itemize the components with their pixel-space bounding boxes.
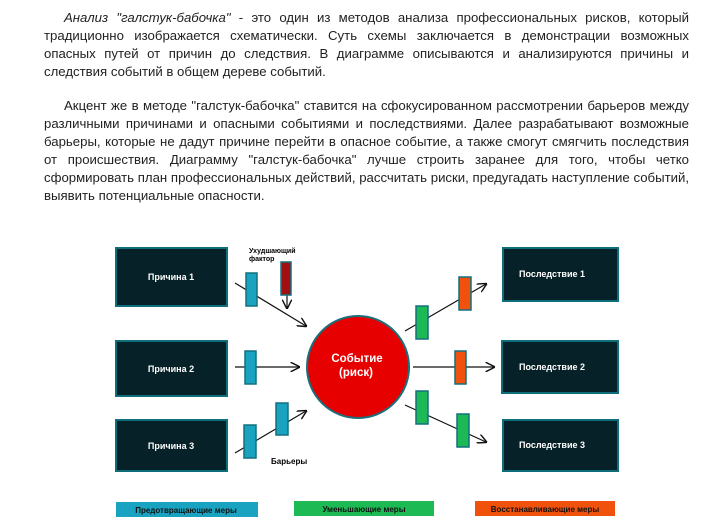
prevent-barrier (243, 424, 257, 459)
prevent-barrier (244, 350, 257, 385)
event-circle: Событие (риск) (306, 315, 410, 419)
restore-barrier (454, 350, 467, 385)
svg-text:Событие: Событие (331, 353, 382, 365)
barriers (243, 261, 472, 459)
worsening-factor-label-2: фактор (249, 256, 274, 263)
svg-text:(риск): (риск) (339, 367, 373, 379)
restore-barrier (458, 276, 472, 311)
consequence-box-1: Последствие 1 (502, 247, 619, 302)
svg-text:Последствие 3: Последствие 3 (519, 440, 585, 450)
intro-paragraph: Анализ "галстук-бабочка" - это один из м… (44, 9, 689, 81)
legend-prevent: Предотвращающие меры (116, 502, 258, 517)
cause-box-1: Причина 1 (115, 247, 228, 307)
svg-text:Причина 2: Причина 2 (148, 364, 194, 374)
svg-text:Предотвращающие меры: Предотвращающие меры (135, 506, 237, 515)
consequence-box-3: Последствие 3 (502, 419, 619, 472)
svg-text:Причина 3: Причина 3 (148, 441, 194, 451)
legend-restore: Восстанавливающие меры (475, 501, 615, 516)
term-italic: Анализ "галстук-бабочка" (64, 10, 231, 25)
worsening-factor-bar (280, 261, 292, 296)
cause-box-3: Причина 3 (115, 419, 228, 472)
reduce-barrier (456, 413, 470, 448)
reduce-barrier (415, 305, 429, 340)
legend-reduce: Уменьшающие меры (294, 501, 434, 516)
intro-text: - это один из методов анализа профессион… (44, 10, 689, 79)
svg-text:Последствие 2: Последствие 2 (519, 362, 585, 372)
svg-text:Последствие 1: Последствие 1 (519, 269, 585, 279)
prevent-barrier (245, 272, 258, 307)
consequence-box-2: Последствие 2 (501, 340, 619, 394)
cause-box-2: Причина 2 (115, 340, 228, 397)
svg-text:Причина 1: Причина 1 (148, 272, 194, 282)
svg-text:Восстанавливающие меры: Восстанавливающие меры (491, 505, 600, 514)
barriers-label: Барьеры (271, 457, 307, 466)
reduce-barrier (415, 390, 429, 425)
focus-paragraph: Акцент же в методе "галстук-бабочка" ста… (44, 98, 689, 203)
svg-text:Уменьшающие меры: Уменьшающие меры (322, 505, 405, 514)
prevent-barrier (275, 402, 289, 436)
worsening-factor-label: Ухудшающий (249, 247, 296, 255)
